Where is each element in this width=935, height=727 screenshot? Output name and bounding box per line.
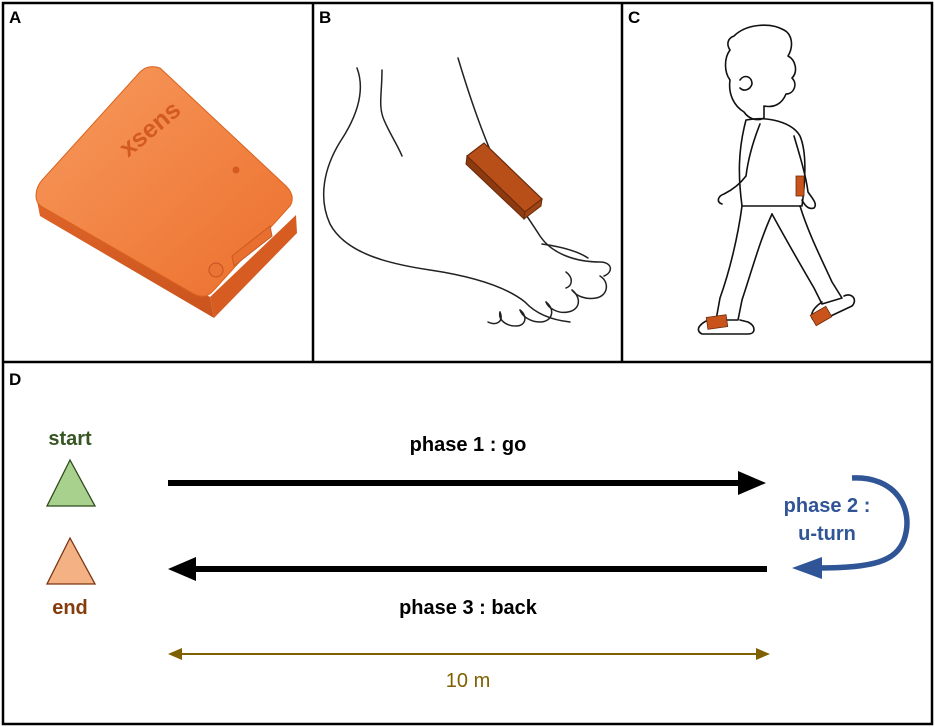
panel-label-c: C bbox=[628, 8, 641, 27]
right-foot-sensor bbox=[809, 305, 833, 327]
phase2-label-line1: phase 2 : bbox=[783, 495, 871, 517]
waist-sensor bbox=[795, 175, 805, 197]
foot-drawing bbox=[322, 57, 612, 327]
end-triangle-icon bbox=[45, 536, 97, 585]
panel-label-d: D bbox=[9, 370, 22, 389]
distance-label: 10 m bbox=[445, 670, 491, 692]
start-label: start bbox=[48, 428, 92, 450]
uturn-arrow bbox=[817, 475, 910, 571]
go-arrow-head bbox=[738, 471, 766, 495]
phase1-label: phase 1 : go bbox=[409, 434, 527, 456]
distance-arrow-left bbox=[168, 648, 182, 660]
panel-label-a: A bbox=[9, 8, 22, 27]
foot-sensor-block bbox=[465, 142, 543, 221]
back-arrow-head bbox=[168, 557, 196, 581]
panel-label-b: B bbox=[319, 8, 332, 27]
distance-arrow-right bbox=[756, 648, 770, 660]
uturn-arrow-head bbox=[792, 557, 822, 579]
start-triangle-icon bbox=[45, 458, 97, 507]
walking-person-drawing bbox=[697, 24, 856, 335]
left-foot-sensor bbox=[705, 314, 729, 330]
phase3-label: phase 3 : back bbox=[399, 597, 537, 619]
phase2-label-line2: u-turn bbox=[798, 523, 856, 545]
xsens-sensor-device: xsens bbox=[35, 66, 297, 318]
end-label: end bbox=[52, 597, 88, 619]
